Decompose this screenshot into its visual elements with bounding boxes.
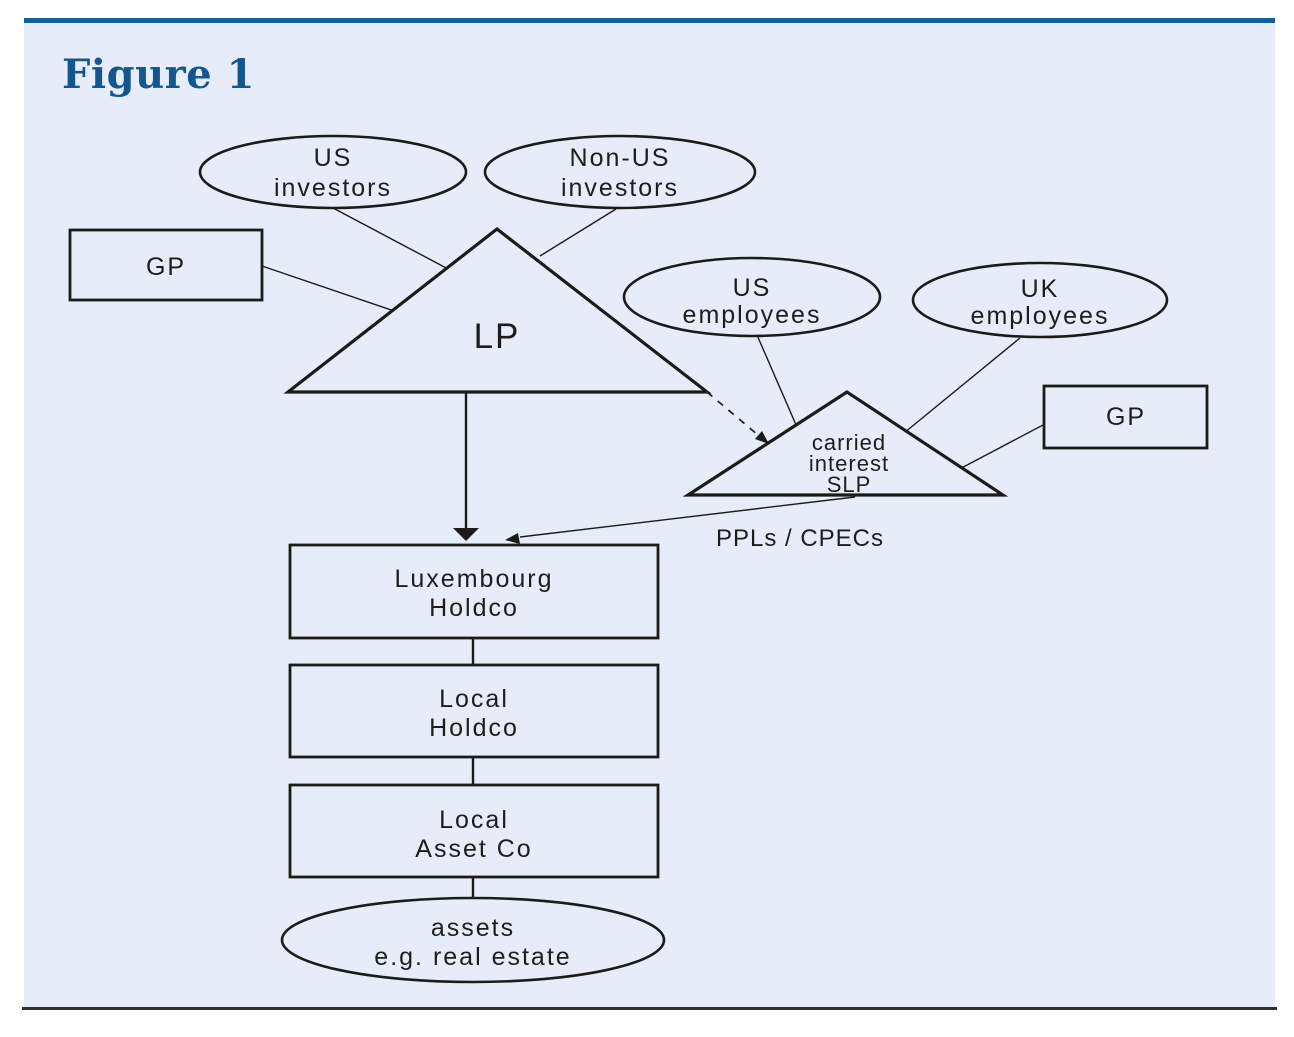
arrowhead-lp-to-holdco xyxy=(453,528,479,541)
local-asset-co-box xyxy=(288,783,660,879)
gp-fund-label: GP xyxy=(146,253,186,281)
assets-label-line2: e.g. real estate xyxy=(374,943,571,971)
local-asset-co-label-line1: Local xyxy=(439,806,509,834)
ppls-cpecs-edge-label: PPLs / CPECs xyxy=(716,525,884,552)
figure-title: Figure 1 xyxy=(62,51,255,98)
diagram-labels: US investors Non-US investors GP LP US e… xyxy=(146,144,1146,971)
luxembourg-holdco-label-line2: Holdco xyxy=(429,594,519,622)
edge-gp-to-lp xyxy=(261,265,401,314)
uk-employees-label-line1: UK xyxy=(1021,275,1060,303)
luxembourg-holdco-box xyxy=(288,543,660,640)
non-us-investors-label-line1: Non-US xyxy=(570,144,671,172)
us-employees-label-line2: employees xyxy=(683,301,822,329)
uk-employees-label-line2: employees xyxy=(971,302,1110,330)
assets-label-line1: assets xyxy=(431,914,515,942)
carried-interest-slp-label-line1: carried xyxy=(812,430,886,455)
edge-slp-to-luxembourg-holdco-ppls xyxy=(519,496,856,538)
edge-non-us-investors-to-lp xyxy=(539,208,617,257)
edge-gp-to-slp xyxy=(951,424,1044,474)
gp-fund-box xyxy=(68,228,264,302)
local-asset-co-label-line2: Asset Co xyxy=(415,835,532,863)
non-us-investors-ellipse xyxy=(483,134,757,210)
us-employees-label-line1: US xyxy=(733,274,772,302)
luxembourg-holdco-label-line1: Luxembourg xyxy=(395,565,554,593)
carried-interest-slp-label-line2: interest xyxy=(809,451,889,476)
edge-us-investors-to-lp xyxy=(332,207,451,271)
us-investors-ellipse xyxy=(198,134,468,210)
us-employees-ellipse xyxy=(622,256,882,338)
diagram-arrowheads xyxy=(453,431,769,544)
gp-slp-box xyxy=(1042,384,1209,450)
edge-uk-employees-to-slp xyxy=(892,337,1021,443)
local-holdco-label-line2: Holdco xyxy=(429,714,519,742)
top-accent-bar xyxy=(24,18,1275,23)
diagram-nodes xyxy=(68,134,1209,984)
carried-interest-slp-triangle xyxy=(682,390,1009,497)
gp-slp-label: GP xyxy=(1106,403,1146,431)
arrowhead-lp-to-slp xyxy=(755,431,769,444)
us-investors-label-line2: investors xyxy=(274,174,392,202)
arrowhead-ppls-to-holdco xyxy=(505,533,520,544)
uk-employees-ellipse xyxy=(911,261,1169,339)
lp-fund-triangle xyxy=(283,226,712,394)
non-us-investors-label-line2: investors xyxy=(561,174,679,202)
local-holdco-box xyxy=(288,663,660,759)
us-investors-label-line1: US xyxy=(314,144,353,172)
carried-interest-slp-label-line3: SLP xyxy=(827,472,872,497)
diagram-edges xyxy=(261,207,1044,899)
local-holdco-label-line1: Local xyxy=(439,685,509,713)
bottom-rule xyxy=(22,1007,1277,1010)
edge-lp-to-slp-dashed xyxy=(706,391,759,436)
edge-us-employees-to-slp xyxy=(756,334,801,435)
assets-ellipse xyxy=(280,896,666,984)
lp-fund-label: LP xyxy=(474,317,521,356)
